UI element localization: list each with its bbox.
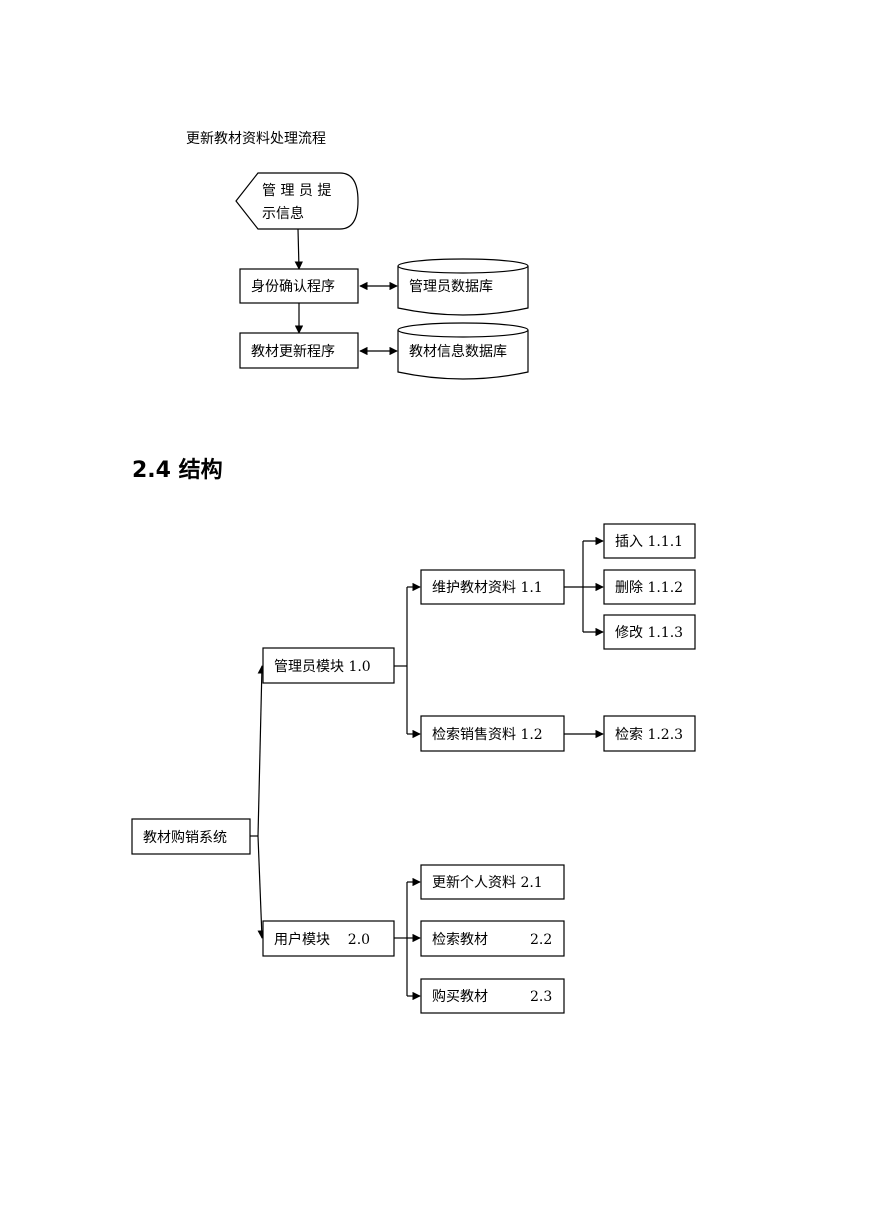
- buy-materials-label: 购买教材: [432, 989, 488, 1005]
- admin-module-node: 管理员模块 1.0: [262, 647, 395, 684]
- delete-node: 删除 1.1.2: [603, 569, 696, 605]
- admin-database-cylinder: 管理员数据库: [397, 258, 529, 316]
- connector-arrow: [257, 665, 267, 837]
- buy-materials-node: 购买教材 2.3: [420, 978, 565, 1014]
- flow-arrow: [294, 228, 304, 270]
- root-node-label: 教材购销系统: [143, 830, 227, 846]
- admin-db-label: 管理员数据库: [409, 279, 493, 295]
- connector-arrow: [257, 835, 266, 939]
- delete-label: 删除 1.1.2: [615, 580, 683, 596]
- search-materials-number: 2.2: [530, 932, 552, 948]
- maintain-label: 维护教材资料 1.1: [432, 580, 543, 596]
- insert-label: 插入 1.1.1: [615, 534, 683, 550]
- user-module-node: 用户模块 2.0: [262, 920, 395, 957]
- section-heading: 2.4 结构: [132, 458, 223, 483]
- update-process-box: 教材更新程序: [239, 332, 359, 369]
- update-profile-node: 更新个人资料 2.1: [420, 864, 565, 900]
- flow-caption: 更新教材资料处理流程: [186, 131, 326, 147]
- search-node: 检索 1.2.3: [603, 715, 696, 752]
- identity-process-box: 身份确认程序: [239, 268, 359, 304]
- display-shape: 管 理 员 提 示信息: [235, 172, 359, 230]
- root-node: 教材购销系统: [131, 818, 251, 855]
- insert-node: 插入 1.1.1: [603, 523, 696, 559]
- modify-label: 修改 1.1.3: [615, 625, 683, 641]
- admin-module-label: 管理员模块 1.0: [274, 659, 371, 675]
- update-process-label: 教材更新程序: [251, 344, 335, 360]
- material-database-cylinder: 教材信息数据库: [397, 322, 529, 380]
- update-profile-label: 更新个人资料 2.1: [432, 875, 543, 891]
- display-line1: 管 理 员 提: [262, 183, 331, 199]
- user-module-label: 用户模块 2.0: [274, 931, 370, 948]
- search-sales-label: 检索销售资料 1.2: [432, 726, 543, 743]
- search-sales-node: 检索销售资料 1.2: [420, 715, 565, 752]
- search-materials-label: 检索教材: [432, 931, 488, 948]
- modify-node: 修改 1.1.3: [603, 614, 696, 650]
- material-db-label: 教材信息数据库: [409, 343, 507, 360]
- identity-process-label: 身份确认程序: [251, 279, 335, 295]
- search-label: 检索 1.2.3: [615, 726, 683, 743]
- maintain-node: 维护教材资料 1.1: [420, 569, 565, 605]
- display-line2: 示信息: [262, 205, 304, 222]
- search-materials-node: 检索教材 2.2: [420, 920, 565, 957]
- buy-materials-number: 2.3: [530, 989, 552, 1005]
